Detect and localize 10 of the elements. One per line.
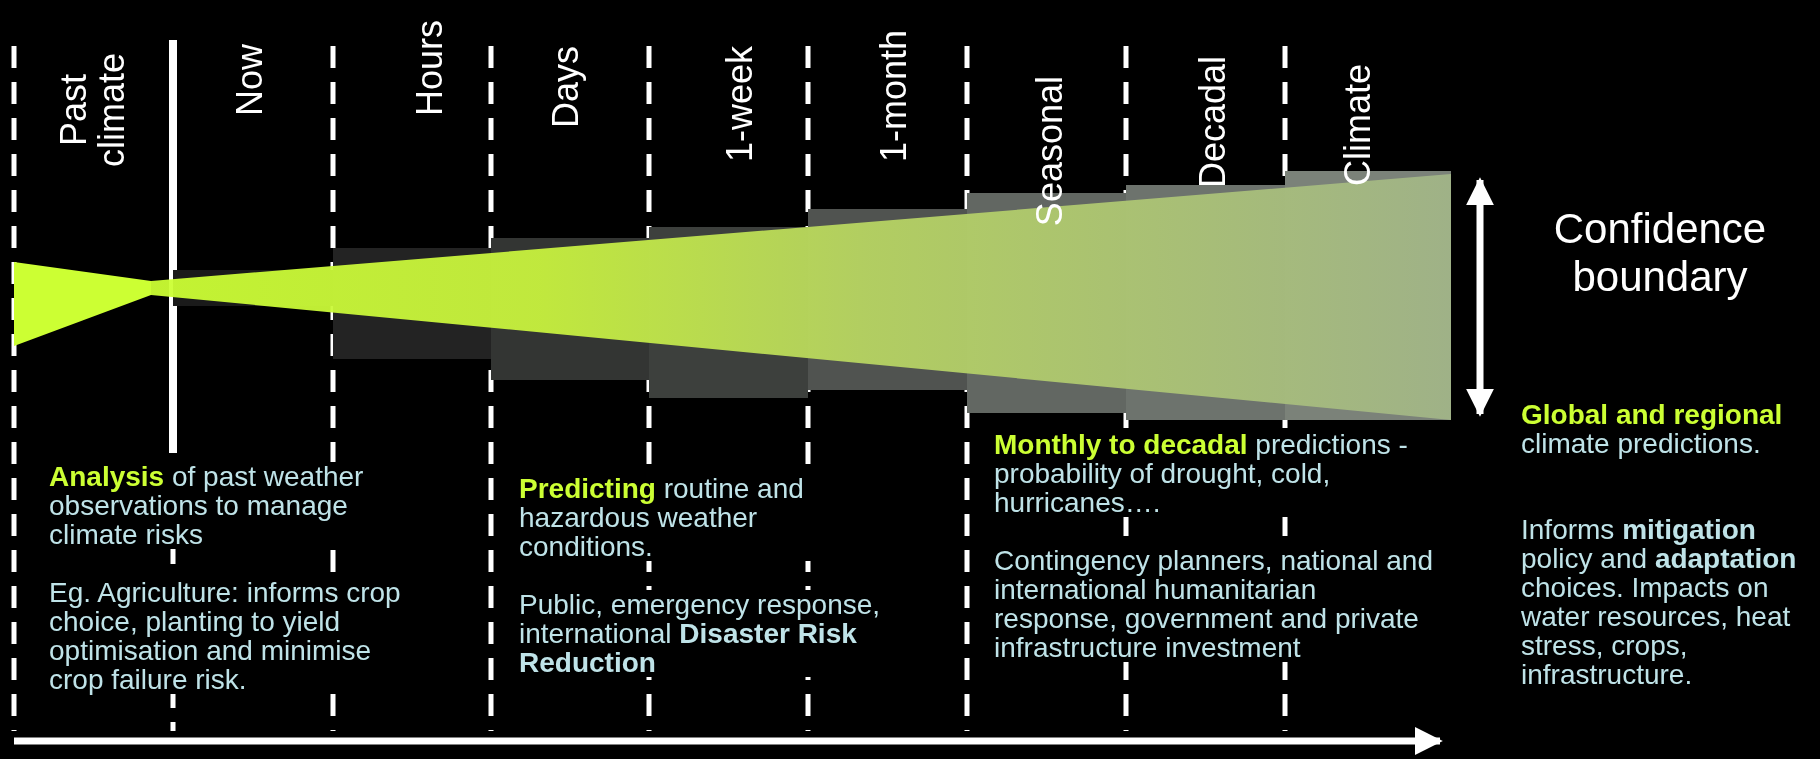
period-label: Hours [411,20,449,117]
period-label: Now [231,44,269,117]
period-label: Past climate [55,52,131,169]
period-label: Climate [1339,64,1377,187]
confidence-label: Confidence boundary [1552,205,1768,301]
period-label: 1-month [875,30,913,163]
period-label: Decadal [1194,56,1232,189]
period-label: Days [547,46,585,129]
period-label: Seasonal [1031,76,1069,227]
period-label: 1-week [721,46,759,163]
